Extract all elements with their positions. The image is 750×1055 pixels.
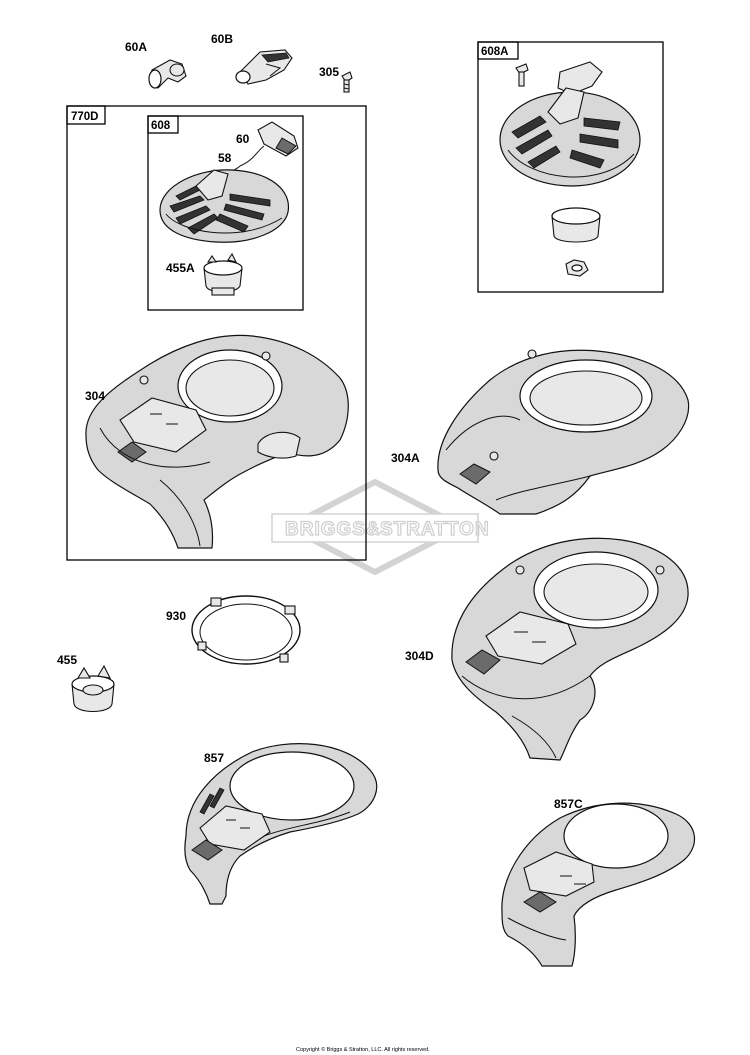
box-770D-label: 770D: [71, 111, 99, 123]
label-304: 304: [85, 389, 105, 403]
label-930: 930: [166, 609, 186, 623]
watermark-right: STRATTON: [380, 519, 490, 540]
copyright-notice: Copyright © Briggs & Stratton, LLC. All …: [296, 1046, 430, 1053]
label-857: 857: [204, 751, 224, 765]
box-608A: [477, 41, 664, 293]
label-455: 455: [57, 653, 77, 667]
box-608-label: 608: [151, 120, 171, 132]
label-305: 305: [319, 65, 339, 79]
label-60B: 60B: [211, 32, 233, 46]
part-608A-ratchet-cup[interactable]: [551, 207, 601, 243]
label-58: 58: [218, 151, 232, 165]
part-60A-starter-handle[interactable]: [148, 59, 187, 89]
part-304D-blower-housing[interactable]: [451, 537, 689, 761]
watermark-left: BRIGGS: [285, 519, 366, 540]
part-608-rewind-starter[interactable]: [159, 169, 290, 243]
part-60B-handle-grip[interactable]: [235, 49, 293, 85]
label-304D: 304D: [405, 649, 434, 663]
label-304A: 304A: [391, 451, 420, 465]
part-455A-ratchet[interactable]: [203, 252, 243, 296]
box-770D-tab: [66, 105, 106, 125]
part-857C-shroud[interactable]: [501, 802, 696, 967]
box-770D: [66, 105, 367, 561]
label-857C: 857C: [554, 797, 583, 811]
box-608A-label: 608A: [481, 46, 509, 58]
part-857-shroud[interactable]: [184, 743, 378, 905]
watermark-amp: &: [366, 519, 381, 540]
part-305-screw[interactable]: [341, 71, 353, 93]
part-930-baffle-ring[interactable]: [191, 595, 301, 665]
box-608-tab: [147, 115, 179, 134]
part-60-handle[interactable]: [239, 121, 299, 167]
box-608A-tab: [477, 41, 519, 60]
label-455A: 455A: [166, 261, 195, 275]
part-304-blower-housing[interactable]: [85, 334, 349, 549]
label-60: 60: [236, 132, 250, 146]
part-304A-blower-housing[interactable]: [437, 349, 690, 515]
part-608A-nut[interactable]: [565, 259, 589, 277]
box-608: [147, 115, 304, 311]
part-455-ratchet[interactable]: [71, 664, 115, 713]
label-60A: 60A: [125, 40, 147, 54]
brand-watermark: BRIGGS & STRATTON: [271, 478, 490, 576]
part-608A-rewind-starter[interactable]: [499, 61, 641, 187]
